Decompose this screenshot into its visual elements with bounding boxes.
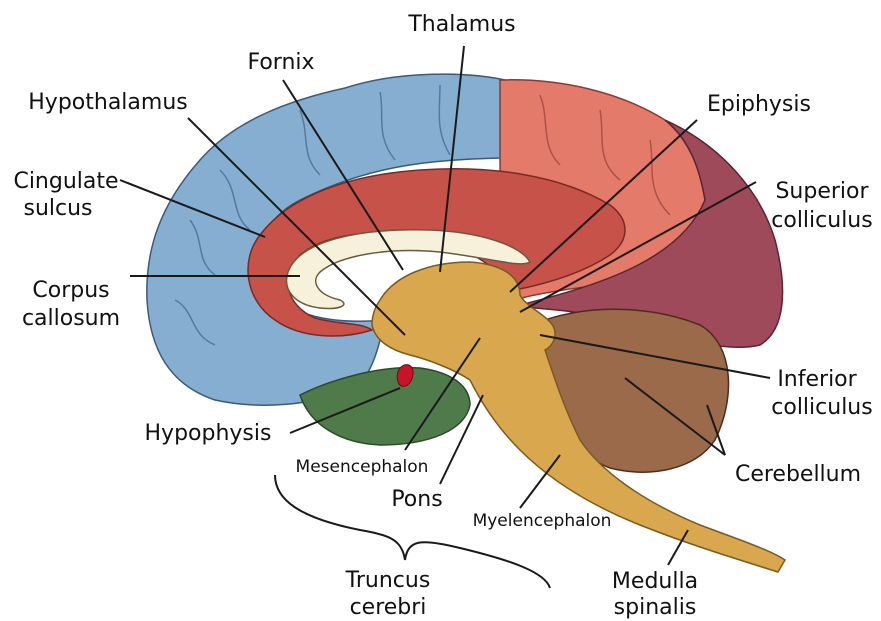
label-cerebellum: Cerebellum (735, 462, 861, 487)
label-medulla-2: spinalis (614, 595, 697, 620)
label-inferior-2: colliculus (771, 395, 872, 420)
label-superior-2: colliculus (771, 208, 872, 233)
label-corpus-1: Corpus (32, 278, 109, 303)
label-cingulate-2: sulcus (23, 196, 92, 221)
label-superior-1: Superior (775, 179, 869, 204)
label-thalamus: Thalamus (407, 12, 515, 37)
label-fornix: Fornix (247, 50, 314, 75)
label-inferior-1: Inferior (777, 367, 857, 392)
label-truncus-1: Truncus (345, 568, 431, 593)
label-epiphysis: Epiphysis (707, 92, 811, 117)
brain-illustration (147, 74, 785, 572)
label-medulla-1: Medulla (612, 569, 698, 594)
label-hypophysis: Hypophysis (145, 421, 272, 446)
label-corpus-2: callosum (22, 306, 120, 331)
label-truncus-2: cerebri (350, 595, 427, 620)
label-hypothalamus: Hypothalamus (28, 90, 187, 115)
label-mesencephalon: Mesencephalon (296, 457, 429, 477)
label-myelencephalon: Myelencephalon (473, 511, 612, 531)
label-pons: Pons (391, 487, 442, 512)
label-cingulate-1: Cingulate (13, 169, 118, 194)
